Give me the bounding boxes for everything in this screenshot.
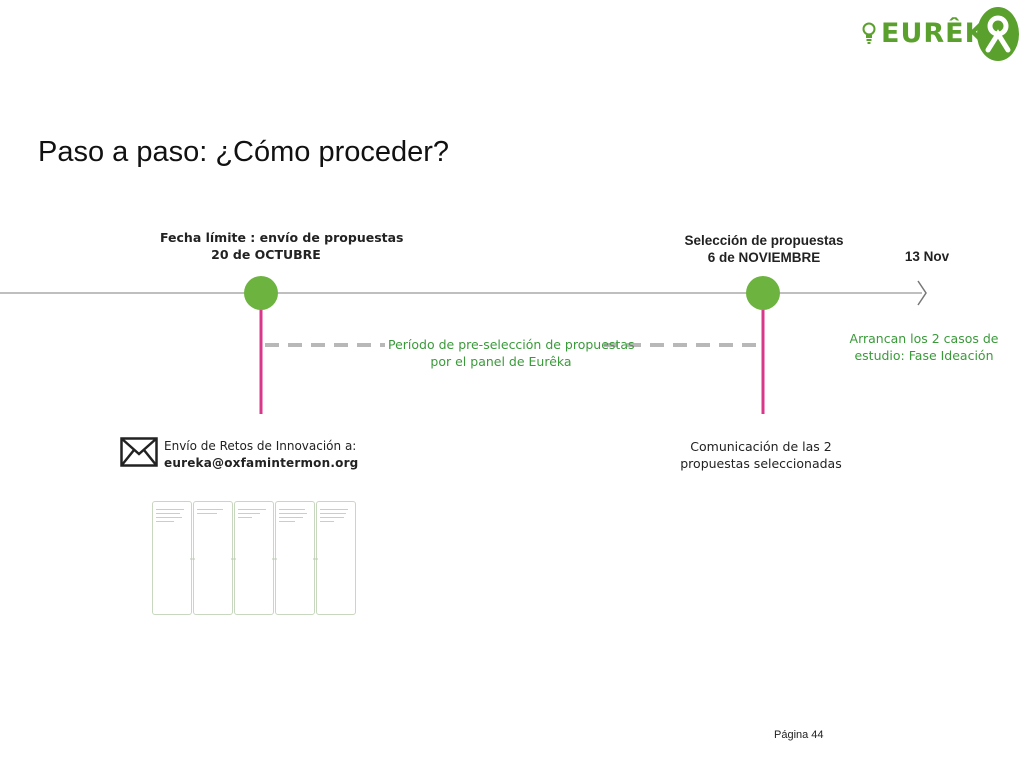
milestone-2-date: 6 de NOVIEMBRE bbox=[707, 250, 821, 265]
timeline-arrow-icon bbox=[917, 280, 927, 306]
submission-text: Envío de Retos de Innovación a: bbox=[164, 439, 357, 453]
template-card bbox=[234, 501, 274, 615]
preselection-period-line-1: Período de pre-selección de propuestas bbox=[388, 337, 635, 352]
milestone-2-label: Selección de propuestas 6 de NOVIEMBRE bbox=[673, 232, 855, 266]
milestone-node-2 bbox=[746, 276, 780, 310]
template-cards-decoration bbox=[156, 509, 348, 560]
ideation-phase-line-2: estudio: Fase Ideación bbox=[854, 348, 994, 363]
milestone-1-label: Fecha límite : envío de propuestas 20 de… bbox=[160, 229, 404, 263]
ideation-phase-label: Arrancan los 2 casos de estudio: Fase Id… bbox=[842, 330, 1006, 364]
milestone-2-title: Selección de propuestas bbox=[684, 233, 844, 248]
communication-line-2: propuestas seleccionadas bbox=[680, 456, 842, 471]
communication-line-1: Comunicación de las 2 bbox=[690, 439, 832, 454]
page-title: Paso a paso: ¿Cómo proceder? bbox=[38, 136, 450, 168]
lightbulb-icon bbox=[862, 22, 876, 44]
oxfam-logo-icon bbox=[977, 7, 1019, 61]
envelope-icon bbox=[120, 437, 158, 467]
preselection-period-line-2: por el panel de Eurêka bbox=[430, 354, 572, 369]
template-card bbox=[193, 501, 233, 615]
page-number: Página 44 bbox=[774, 729, 824, 741]
milestone-1-title: Fecha límite : envío de propuestas bbox=[160, 230, 404, 245]
milestone-1-date: 20 de OCTUBRE bbox=[211, 247, 321, 262]
milestone-node-1 bbox=[244, 276, 278, 310]
template-card bbox=[316, 501, 356, 615]
preselection-period-label: Período de pre-selección de propuestas p… bbox=[388, 336, 635, 370]
template-card bbox=[275, 501, 315, 615]
template-card bbox=[152, 501, 192, 615]
communication-label: Comunicación de las 2 propuestas selecci… bbox=[676, 438, 846, 472]
submission-email-link[interactable]: eureka@oxfamintermon.org bbox=[164, 456, 359, 470]
submission-label: Envío de Retos de Innovación a: eureka@o… bbox=[164, 438, 359, 472]
ideation-phase-line-1: Arrancan los 2 casos de bbox=[849, 331, 999, 346]
milestone-3-date: 13 Nov bbox=[904, 249, 950, 264]
